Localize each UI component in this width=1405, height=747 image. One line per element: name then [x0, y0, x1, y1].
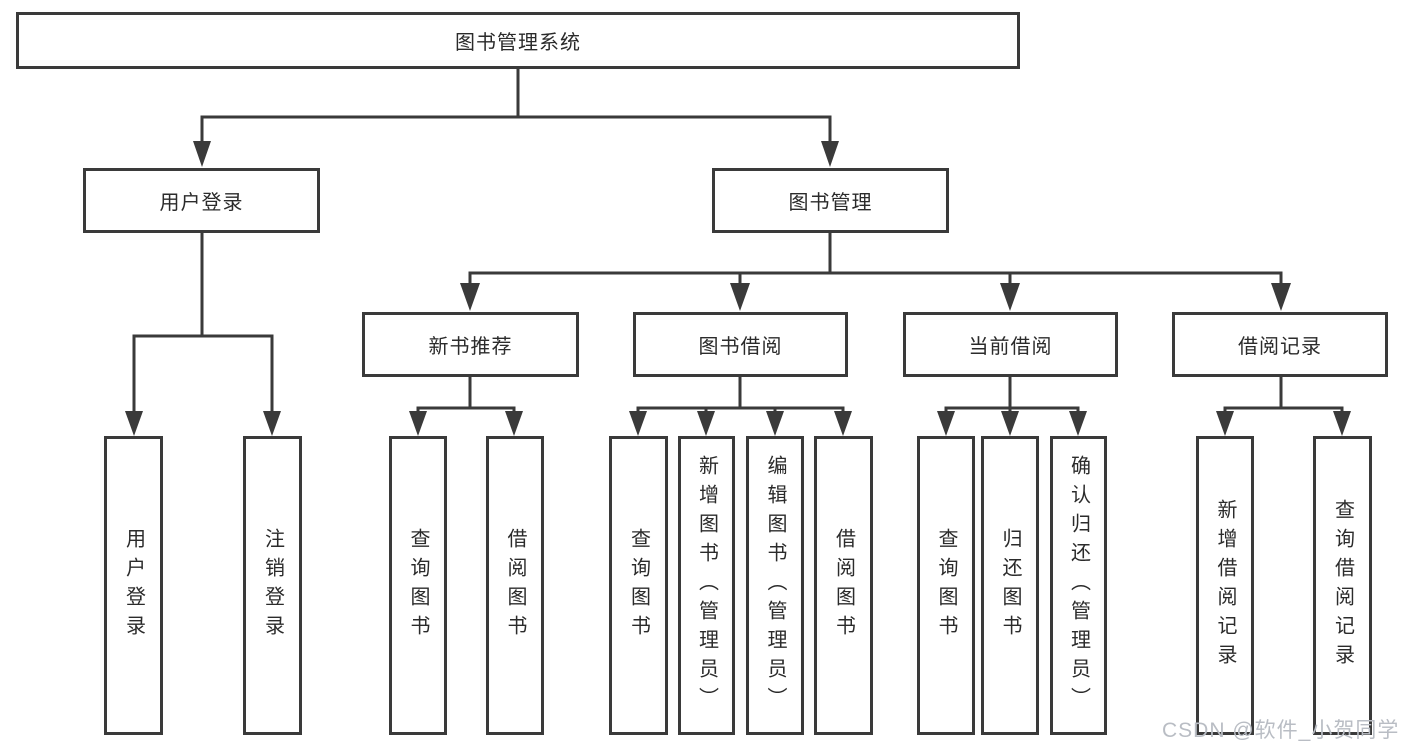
wire-book-mgmt-to-level3	[468, 231, 1283, 288]
wire-borrow-records-to-leaves	[1223, 375, 1344, 416]
node-book-borrowing-label: 图书借阅	[698, 336, 783, 358]
node-book-management-label: 图书管理	[788, 192, 873, 214]
arrowhead-down-icon	[629, 411, 647, 436]
node-system-root-label: 图书管理系统	[455, 32, 581, 54]
arrowhead-down-icon	[730, 283, 750, 311]
leaf-query-books-current-label: 查询图书	[935, 527, 957, 644]
leaf-query-borrow-record-label: 查询借阅记录	[1331, 498, 1354, 673]
leaf-confirm-return-admin-label: 确认归还（管理员）	[1067, 455, 1090, 716]
node-borrowing-records-label: 借阅记录	[1238, 336, 1322, 358]
leaf-borrow-books-recommend-label: 借阅图书	[504, 527, 526, 644]
arrowhead-down-icon	[193, 141, 211, 167]
leaf-borrow-books: 借阅图书	[814, 436, 873, 735]
wire-book-borrow-to-leaves	[636, 375, 845, 416]
leaf-user-login-label: 用户登录	[122, 527, 145, 644]
node-new-book-recommend: 新书推荐	[362, 312, 579, 377]
leaf-query-books-current: 查询图书	[917, 436, 975, 735]
leaf-add-books-admin: 新增图书（管理员）	[678, 436, 735, 735]
arrowhead-down-icon	[505, 411, 523, 436]
arrowhead-down-icon	[1069, 411, 1087, 436]
leaf-borrow-books-label: 借阅图书	[832, 527, 855, 644]
leaf-borrow-books-recommend: 借阅图书	[486, 436, 544, 735]
arrowhead-down-icon	[409, 411, 427, 436]
leaf-query-books-borrow: 查询图书	[609, 436, 668, 735]
arrowhead-down-icon	[1271, 283, 1291, 311]
arrowhead-down-icon	[125, 411, 143, 436]
wire-user-login-to-leaves	[132, 231, 274, 416]
leaf-return-books: 归还图书	[981, 436, 1039, 735]
arrowhead-down-icon	[1333, 411, 1351, 436]
arrowhead-down-icon	[834, 411, 852, 436]
node-user-login: 用户登录	[83, 168, 320, 233]
leaf-query-borrow-record: 查询借阅记录	[1313, 436, 1372, 735]
node-book-borrowing: 图书借阅	[633, 312, 848, 377]
arrowhead-down-icon	[263, 411, 281, 436]
wire-root-to-level2	[200, 67, 832, 146]
node-system-root: 图书管理系统	[16, 12, 1020, 69]
leaf-logout-login: 注销登录	[243, 436, 302, 735]
arrowhead-down-icon	[697, 411, 715, 436]
leaf-query-books-recommend-label: 查询图书	[407, 527, 429, 644]
leaf-return-books-label: 归还图书	[999, 527, 1021, 644]
arrowhead-down-icon	[460, 283, 480, 311]
arrowhead-down-icon	[937, 411, 955, 436]
arrowhead-down-icon	[1216, 411, 1234, 436]
node-borrowing-records: 借阅记录	[1172, 312, 1388, 377]
arrowhead-down-icon	[1000, 283, 1020, 311]
leaf-add-books-admin-label: 新增图书（管理员）	[695, 455, 718, 716]
csdn-watermark: CSDN @软件_小贺同学	[1162, 719, 1400, 742]
leaf-add-borrow-record-label: 新增借阅记录	[1214, 498, 1236, 673]
node-current-borrowing-label: 当前借阅	[968, 336, 1053, 358]
leaf-query-books-recommend: 查询图书	[389, 436, 447, 735]
wire-current-borrow-to-leaves	[944, 375, 1080, 416]
node-book-management: 图书管理	[712, 168, 949, 233]
arrowhead-down-icon	[1001, 411, 1019, 436]
leaf-query-books-borrow-label: 查询图书	[627, 527, 650, 644]
node-new-book-recommend-label: 新书推荐	[428, 336, 513, 358]
node-user-login-label: 用户登录	[159, 192, 244, 214]
leaf-confirm-return-admin: 确认归还（管理员）	[1050, 436, 1107, 735]
arrowhead-down-icon	[821, 141, 839, 167]
node-current-borrowing: 当前借阅	[903, 312, 1118, 377]
leaf-logout-login-label: 注销登录	[261, 527, 284, 644]
wire-new-book-to-leaves	[416, 375, 516, 416]
arrowhead-down-icon	[766, 411, 784, 436]
leaf-edit-books-admin-label: 编辑图书（管理员）	[764, 455, 786, 716]
leaf-user-login: 用户登录	[104, 436, 163, 735]
leaf-add-borrow-record: 新增借阅记录	[1196, 436, 1254, 735]
leaf-edit-books-admin: 编辑图书（管理员）	[746, 436, 804, 735]
